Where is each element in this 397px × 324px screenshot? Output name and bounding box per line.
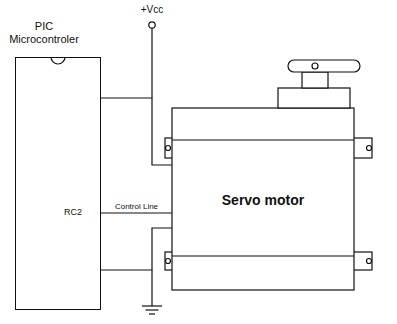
output-shaft: [302, 72, 328, 88]
servo-motor: Servo motor: [172, 108, 354, 290]
ground-symbol: [142, 305, 162, 306]
ground-wire: [151, 270, 152, 306]
vcc-wire: [151, 28, 152, 98]
vcc-terminal: [149, 22, 155, 28]
gear-housing: [278, 88, 350, 108]
wire: [101, 212, 172, 213]
microcontroller-chip: PIC Microcontroler: [15, 57, 101, 310]
wire: [101, 228, 172, 270]
servo-horn: [288, 60, 360, 72]
pin-name: RC2: [64, 207, 82, 217]
chip-heading: PIC Microcontroler: [4, 20, 84, 46]
servo-body: [172, 108, 354, 290]
wire: [101, 98, 172, 165]
wire-label: Control Line: [114, 202, 159, 211]
supply-label: +Vcc: [141, 4, 164, 15]
part-name: Servo motor: [222, 192, 304, 208]
chip-notch: [51, 57, 65, 64]
